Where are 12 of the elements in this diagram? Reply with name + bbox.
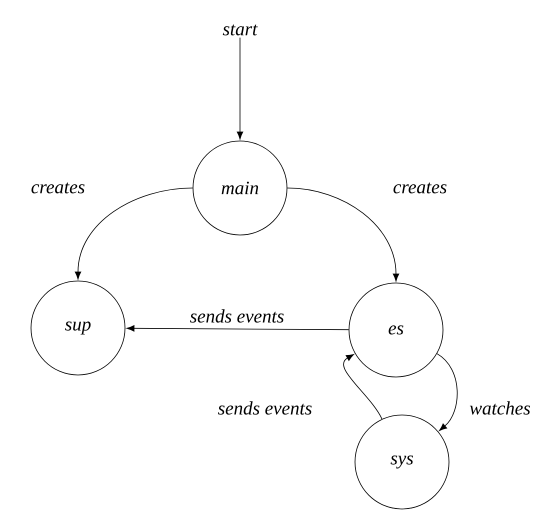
edge-label: creates [392,182,448,194]
arrow [287,188,400,282]
start-label: start [222,24,258,36]
arrow [126,325,349,332]
arrow [436,353,458,431]
arrow [236,37,244,140]
arrow [343,354,382,420]
edge-label: creates [30,182,86,194]
edge-label: sends events [188,308,286,324]
arrow [74,188,193,280]
edge-label: sends events [216,400,314,416]
edge-label: watches [468,400,532,416]
